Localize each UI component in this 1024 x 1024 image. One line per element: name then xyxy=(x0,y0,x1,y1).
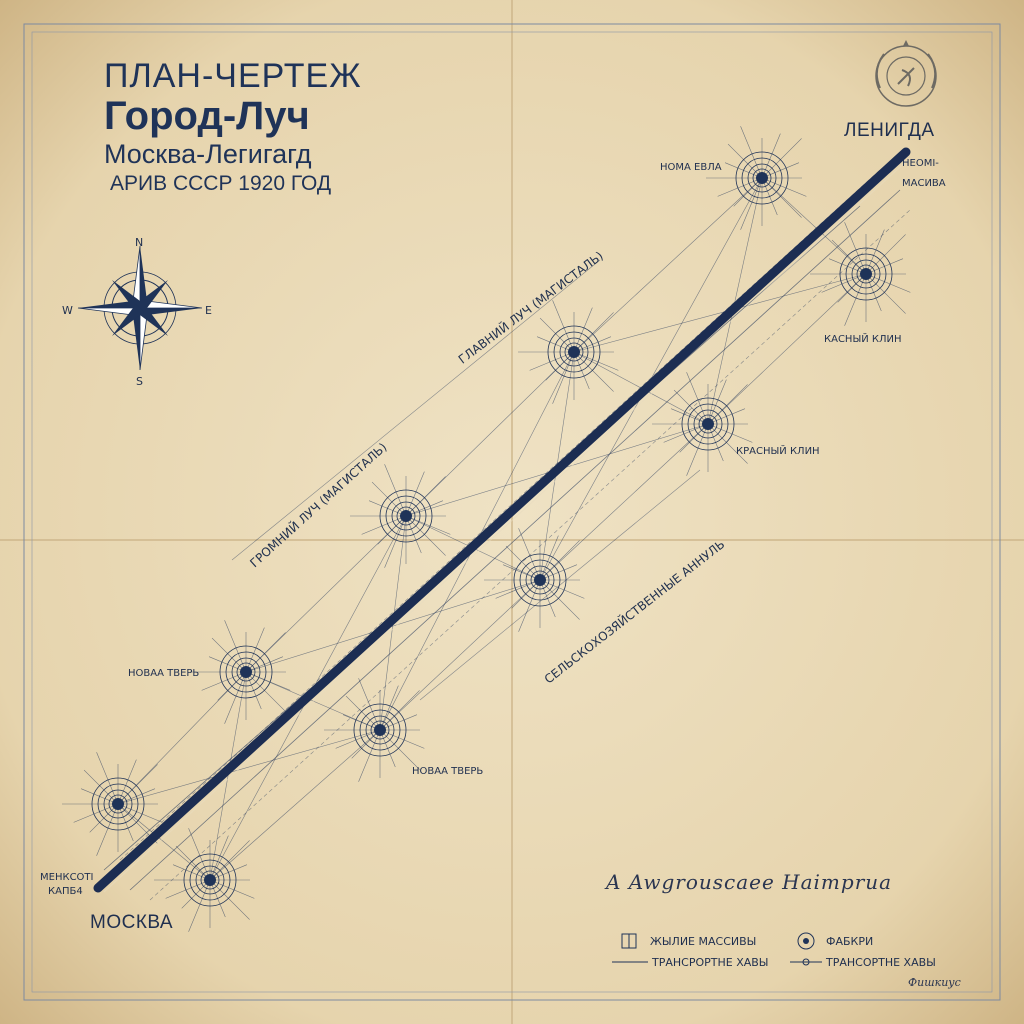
hub-nodes xyxy=(62,126,911,932)
network-link xyxy=(539,423,709,581)
node-label-right-top-2: МАСИВА xyxy=(902,178,946,189)
network-link xyxy=(117,729,381,805)
network-link xyxy=(117,671,247,805)
network-link xyxy=(573,177,763,353)
compass-north: N xyxy=(135,236,144,249)
network-link xyxy=(707,177,763,425)
inner-border xyxy=(31,31,993,993)
node-label-center-right: КРАСНЫЙ КЛИН xyxy=(736,446,820,457)
compass-east: E xyxy=(205,304,212,317)
network-link xyxy=(149,209,911,901)
archive-year: АРИВ СССР 1920 ГОД xyxy=(110,172,332,195)
hub-node xyxy=(154,828,255,932)
hub-node xyxy=(324,678,425,782)
node-label-right-top-1: НЕОМI- xyxy=(902,158,939,169)
network-link xyxy=(573,273,867,353)
node-label-left-mid: НОВАА ТВЕРЬ xyxy=(128,668,200,679)
network-link xyxy=(761,177,867,275)
hub-node xyxy=(190,620,291,724)
architect-signature: A Awgrouscaee Haimprua xyxy=(606,870,893,894)
network-link xyxy=(231,259,601,561)
legend-factories: ФАБКРИ xyxy=(826,935,874,948)
legend-residential: ЖЫЛИЕ МАССИВЫ xyxy=(650,935,757,948)
compass-west: W xyxy=(62,304,73,317)
compass-south: S xyxy=(136,375,143,388)
legend-symbols xyxy=(612,932,822,966)
legend-transport-2: ТРАНСОРТНЕ ХАВЫ xyxy=(826,956,936,969)
node-label-bottom-left-1: МЕНКСОТI xyxy=(40,872,94,883)
hub-node xyxy=(484,528,585,632)
hub-node xyxy=(518,300,619,404)
compass-rose xyxy=(77,245,203,371)
hub-node xyxy=(652,372,753,476)
network-link xyxy=(245,579,541,673)
hub-node xyxy=(706,126,807,230)
plan-title: ПЛАН-ЧЕРТЕЖ xyxy=(104,57,362,95)
moscow-label: МОСКВА xyxy=(90,912,174,933)
network-link xyxy=(419,469,701,701)
network-link xyxy=(245,515,407,673)
hub-node xyxy=(810,222,911,326)
network-link xyxy=(209,729,381,881)
node-label-bottom-mid: НОВАА ТВЕРЬ xyxy=(412,766,484,777)
network-link xyxy=(209,671,247,881)
node-label-right-mid: КАСНЫЙ КЛИН xyxy=(824,334,902,345)
city-ray-title: Город-Луч xyxy=(104,94,310,138)
outer-border xyxy=(23,23,1001,1001)
node-label-top: НОМА ЕВЛА xyxy=(660,162,722,173)
main-ray-axis xyxy=(93,147,911,893)
leningrad-label: ЛЕНИГДА xyxy=(844,120,935,141)
network-link xyxy=(707,273,867,425)
hub-node xyxy=(350,464,451,568)
network-link xyxy=(405,351,575,517)
legend-transport-1: ТРАНСРОРТНЕ ХАВЫ xyxy=(652,956,769,969)
route-title: Москва-Легигагд xyxy=(104,139,312,169)
title-block: ПЛАН-ЧЕРТЕЖ Город-Луч Москва-Легигагд АР… xyxy=(104,58,362,198)
state-emblem xyxy=(875,40,937,107)
archive-stamp-text: Фишкиус xyxy=(908,976,961,989)
network-link xyxy=(129,189,901,891)
main-ray-highlight xyxy=(103,157,911,893)
node-label-bottom-left-2: КАПБ4 xyxy=(48,886,83,897)
network-link xyxy=(379,579,541,731)
hub-node xyxy=(62,752,163,856)
